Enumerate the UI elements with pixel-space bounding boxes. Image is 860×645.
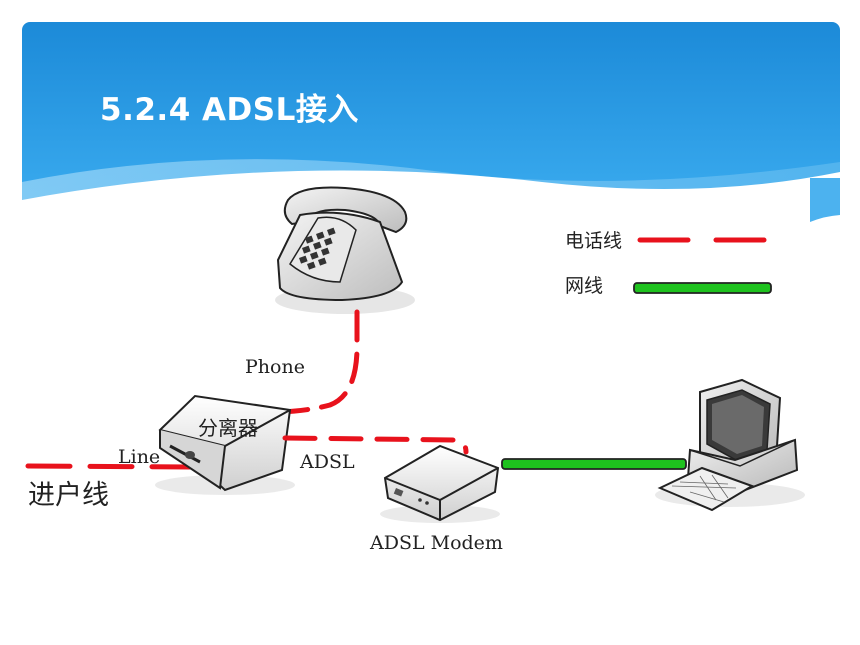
splitter-icon (155, 394, 295, 495)
computer-icon (655, 378, 805, 512)
adsl-modem-icon (380, 444, 500, 523)
splitter-label: 分离器 (198, 416, 258, 440)
legend: 电话线 网线 (565, 230, 772, 297)
page-title: 5.2.4 ADSL接入 (100, 92, 359, 128)
network-cable (501, 458, 687, 470)
incoming-line-label: 进户线 (28, 480, 109, 511)
line-label: Line (118, 446, 160, 468)
legend-phone-line-label: 电话线 (565, 230, 622, 252)
adsl-label: ADSL (299, 451, 355, 473)
legend-network-cable-label: 网线 (565, 275, 603, 297)
banner-background (22, 22, 840, 200)
telephone-icon (275, 186, 415, 314)
title-banner (22, 22, 840, 200)
legend-network-cable-swatch (633, 282, 772, 294)
adsl-modem-label: ADSL Modem (369, 532, 503, 554)
incoming-line-cable (25, 463, 193, 470)
phone-label: Phone (245, 356, 305, 378)
adsl-cable (282, 435, 469, 455)
